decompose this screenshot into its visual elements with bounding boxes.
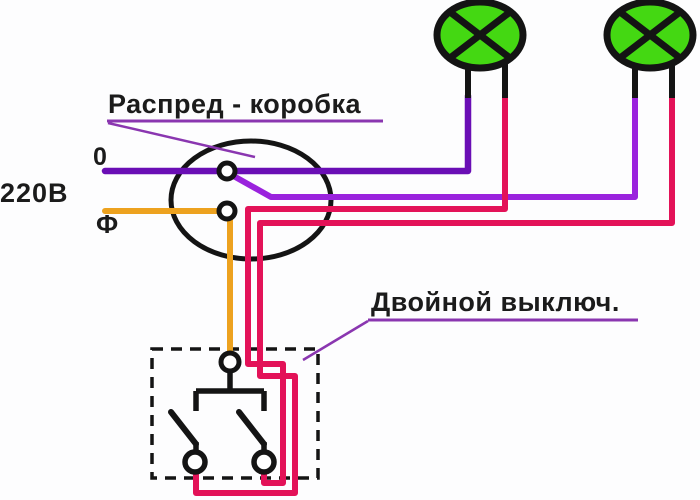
junction-phase-terminal <box>216 200 238 222</box>
phase-wire <box>102 208 233 355</box>
switch-dashed-box <box>150 347 320 480</box>
switch-right-terminal <box>251 449 277 475</box>
distribution-box-label: Распред - коробка <box>108 89 361 119</box>
lamp-2-cross-icon <box>616 8 684 62</box>
double-switch-leader-line <box>302 319 369 362</box>
phase-terminal-label: Ф <box>96 209 119 239</box>
lamp-1-cross-icon <box>446 8 514 62</box>
switch-common-terminal <box>218 350 242 374</box>
switch-right-blade <box>236 409 267 447</box>
double-switch-label: Двойной выключ. <box>371 287 620 317</box>
neutral-terminal-label: 0 <box>93 143 108 171</box>
neutral-wire-lamp2 <box>228 96 638 200</box>
switched-wire-lamp1 <box>245 96 508 486</box>
switched-wire-lamp2 <box>193 96 675 496</box>
switch-left-blade <box>168 409 199 447</box>
distribution-box-leader-line <box>107 121 256 159</box>
junction-neutral-terminal <box>216 160 238 182</box>
switch-left-terminal <box>182 449 208 475</box>
supply-voltage-label: 220В <box>0 178 69 208</box>
